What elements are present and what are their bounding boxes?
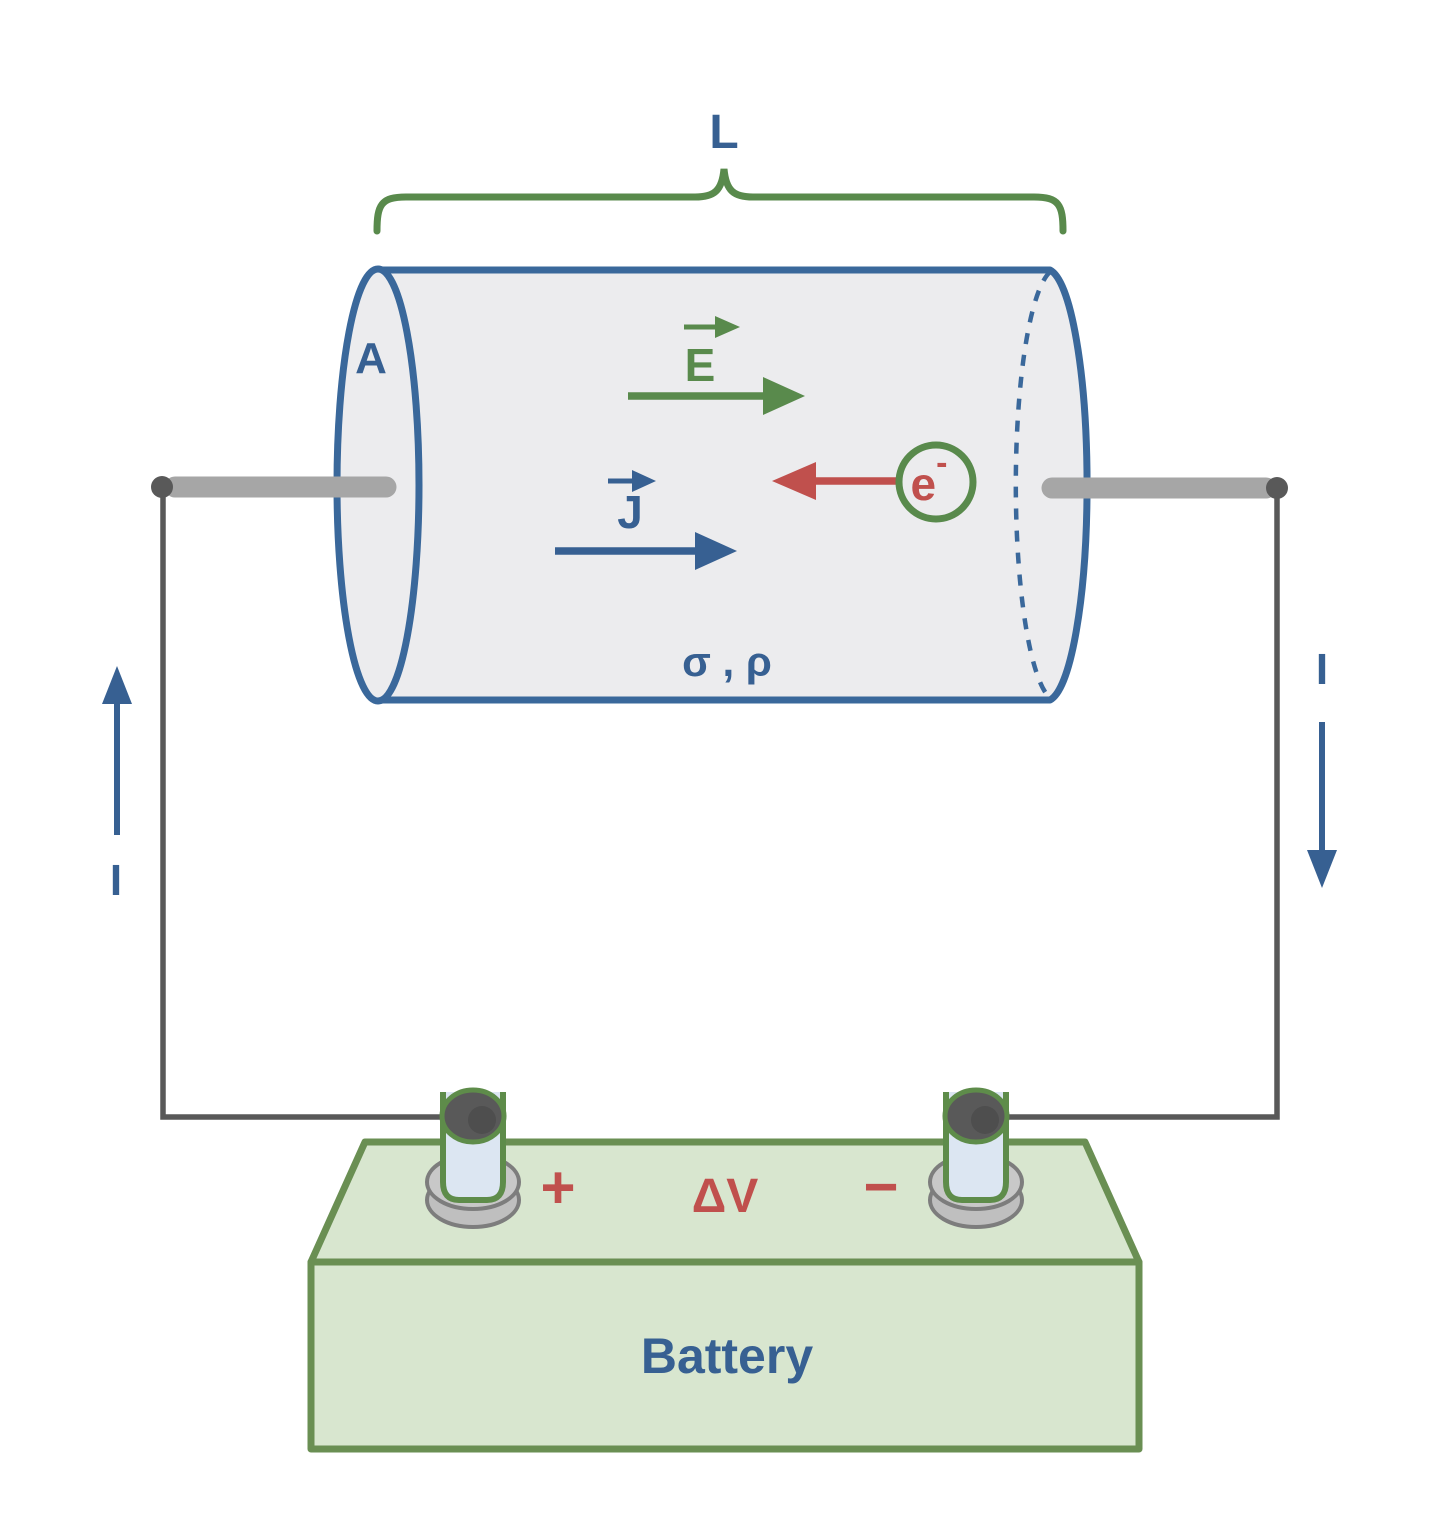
current-right-group: I [1307, 645, 1337, 888]
left-wire [160, 487, 462, 1120]
right-wire [988, 488, 1280, 1120]
battery-terminal-negative [928, 1087, 1024, 1229]
length-label: L [709, 106, 738, 159]
cylinder-hidden-edge [1013, 270, 1052, 700]
terminal-post-top-shadow [971, 1106, 999, 1134]
electron-group: e- [772, 441, 977, 523]
current-density-vector-group: J [555, 470, 737, 570]
current-right-arrowhead [1307, 850, 1337, 888]
battery-group: + ΔV − Battery [307, 1087, 1143, 1453]
right-wire-joint-dot [1266, 477, 1288, 499]
battery-voltage-label: ΔV [692, 1170, 759, 1223]
electron-circle [895, 441, 977, 523]
current-left-label: I [110, 856, 122, 905]
terminal-post-top-shadow [468, 1106, 496, 1134]
battery-plus-label: + [540, 1154, 575, 1221]
current-density-arrowhead [695, 532, 737, 570]
current-right-label: I [1316, 645, 1328, 694]
battery-terminal-positive [425, 1087, 521, 1229]
electron-arrowhead [772, 462, 816, 500]
current-left-group: I [102, 666, 132, 905]
current-density-label: J [617, 486, 643, 538]
electron-label: e- [911, 444, 948, 510]
left-wire-joint-dot [151, 476, 173, 498]
material-properties-label: σ , ρ [682, 638, 772, 685]
battery-name-label: Battery [641, 1328, 813, 1384]
efield-vector-hat-arrowhead [715, 316, 740, 338]
efield-vector-group: E [628, 316, 805, 415]
area-label: A [355, 334, 387, 383]
efield-label: E [685, 339, 716, 391]
length-brace [373, 168, 1067, 235]
efield-arrowhead [763, 377, 805, 415]
current-left-arrowhead [102, 666, 132, 704]
current-density-hat-arrowhead [632, 470, 656, 492]
battery-front-face [307, 1258, 1143, 1453]
battery-minus-label: − [863, 1153, 898, 1220]
